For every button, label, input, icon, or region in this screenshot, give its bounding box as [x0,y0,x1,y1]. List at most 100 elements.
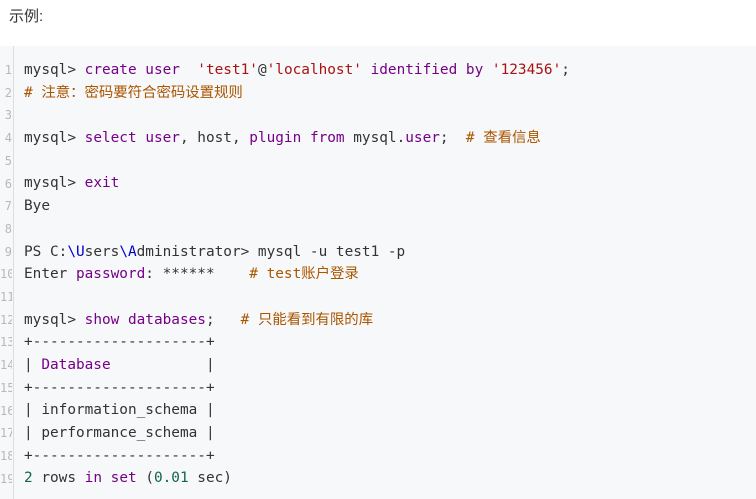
code-token: '123456' [491,62,562,78]
code-token: user [405,130,440,147]
code-token: # 只能看到有限的库 [240,311,374,328]
code-token: in [84,470,102,487]
code-token: | information_schema | [24,402,215,419]
code-line: mysql> show databases; # 只能看到有限的库 [24,309,570,332]
code-line: mysql> select user, host, plugin from my… [24,127,570,150]
code-token: create user [84,62,180,78]
code-token: mysql> [24,311,85,328]
code-token: : ****** [145,266,250,283]
code-token: sec) [188,470,232,487]
code-token: 2 [24,470,33,487]
code-token: user [145,130,180,147]
code-line [24,218,570,241]
code-token: ; [439,130,466,147]
code-token: +--------------------+ [24,379,215,396]
code-line: mysql> create user 'test1'@'localhost' i… [24,59,570,82]
code-line: Enter password: ****** # test账户登录 [24,263,570,286]
code-token: show [84,311,120,328]
line-number: 12 [0,312,12,327]
code-content[interactable]: mysql> create user 'test1'@'localhost' i… [24,59,570,490]
code-token: | performance_schema | [24,425,215,441]
line-number: 11 [0,290,12,304]
code-token: @ [257,62,267,78]
line-number: 9 [4,244,12,259]
code-token: Database [41,356,111,373]
line-number: 2 [4,85,12,100]
code-token: , host, [179,130,250,147]
line-number: 17 [0,426,12,441]
code-token: set [110,470,137,487]
code-token: sers [84,243,120,260]
code-token: # 查看信息 [465,130,541,147]
code-token: password [75,266,146,283]
code-token: ; [205,311,241,328]
code-token: | [110,356,215,373]
code-token: exit [84,175,120,192]
code-token: mysql. [344,130,406,147]
code-token: \A [119,243,137,260]
code-line: | information_schema | [24,399,570,422]
line-number: 15 [0,380,12,395]
code-token: plugin [249,130,302,147]
code-token [102,470,111,486]
code-line: 2 rows in set (0.01 sec) [24,467,570,490]
code-token [180,62,197,78]
code-token: +--------------------+ [24,447,215,464]
line-number: 16 [0,403,12,418]
line-number: 8 [4,221,12,236]
code-line: # 注意：密码要符合密码设置规则 [24,82,570,105]
code-token: from [309,130,345,147]
code-line: mysql> exit [24,172,570,195]
code-token: 'test1' [197,62,258,78]
code-token: # test账户登录 [249,266,359,283]
code-line [24,286,570,309]
code-line: +--------------------+ [24,331,570,354]
code-token: identified by [370,62,484,78]
code-line: | performance_schema | [24,422,570,445]
code-token: select [84,130,137,147]
code-line: +--------------------+ [24,377,570,400]
page-heading: 示例: [9,8,44,25]
line-number: 7 [4,199,12,214]
code-token: | [24,356,42,373]
line-number: 10 [0,267,12,282]
line-number: 18 [0,448,12,463]
code-token: ( [136,470,154,487]
code-token: databases [127,311,206,328]
code-token [362,62,371,78]
code-token: ; [561,62,570,78]
code-line: Bye [24,195,570,218]
code-line: PS C:\Users\Administrator> mysql -u test… [24,241,570,264]
line-number: 3 [4,108,12,123]
line-number: 5 [4,153,12,168]
line-number: 19 [0,471,12,486]
code-token: dministrator> mysql -u test1 -p [136,243,406,260]
code-token [301,130,310,146]
line-number: 13 [0,335,12,350]
code-token: mysql> [24,130,85,147]
code-line: | Database | [24,354,570,377]
code-token: Enter [24,266,76,283]
code-token: \U [67,243,85,260]
line-number: 14 [0,358,12,373]
line-number: 1 [4,63,12,77]
code-token [483,62,492,78]
code-line [24,104,570,127]
code-token: rows [32,470,85,487]
code-token: Bye [24,198,50,215]
code-token: +--------------------+ [24,334,215,351]
code-token: mysql> [24,62,85,78]
line-number: 6 [4,176,12,191]
code-token: 0.01 [153,470,189,487]
code-token: mysql> [24,175,85,192]
code-token: # 注意：密码要符合密码设置规则 [24,84,243,101]
code-token: 'localhost' [266,62,362,78]
code-line: +--------------------+ [24,445,570,468]
code-token [137,130,146,146]
code-token: PS C: [24,243,68,260]
line-number: 4 [4,131,12,146]
code-line [24,150,570,173]
code-token [119,312,128,328]
